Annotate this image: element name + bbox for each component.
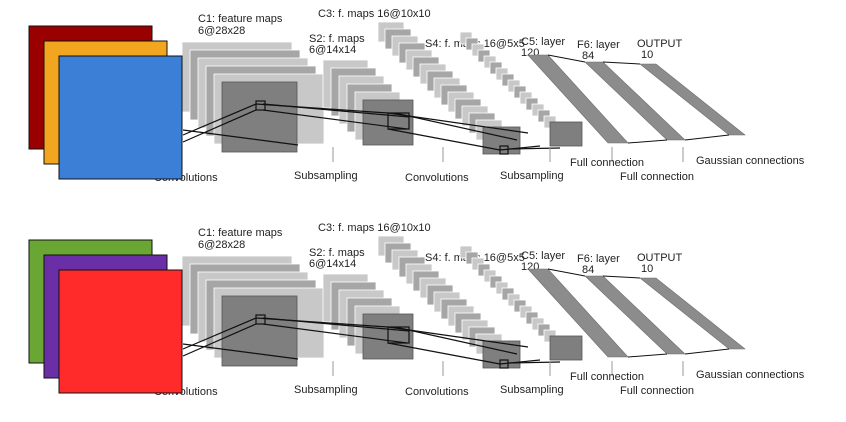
s4-stack	[459, 245, 583, 361]
c3-stack	[377, 235, 521, 369]
output-band	[639, 277, 746, 350]
s2-size-label: 6@14x14	[309, 44, 356, 56]
output-label: OUTPUT	[637, 38, 683, 50]
connection-line	[499, 145, 541, 151]
receptive-field-box	[499, 359, 509, 369]
op-full-connection-1: Full connection	[570, 371, 644, 383]
receptive-field-box	[499, 145, 509, 155]
op-subsampling-1: Subsampling	[294, 384, 358, 396]
s4-stack-map	[549, 121, 583, 147]
s2-stack	[322, 273, 414, 360]
s2-label: S2: f. maps	[309, 247, 365, 259]
c1-size-label: 6@28x28	[198, 239, 245, 251]
input-square-front	[58, 55, 183, 180]
output-band	[639, 63, 746, 136]
connection-line	[684, 134, 730, 141]
c1-stack-map	[221, 81, 298, 153]
c1-stack	[181, 41, 325, 153]
s4-stack-map	[549, 335, 583, 361]
connection-line	[627, 353, 668, 358]
s2-stack	[322, 59, 414, 146]
c1-stack-map	[221, 295, 298, 367]
connection-line	[387, 342, 501, 365]
connection-line	[547, 268, 586, 277]
op-gaussian-connections: Gaussian connections	[696, 369, 805, 381]
connection-line	[262, 323, 408, 344]
connection-line	[262, 103, 410, 118]
connection-line	[394, 326, 518, 355]
op-subsampling-1: Subsampling	[294, 170, 358, 182]
s2-label: S2: f. maps	[309, 33, 365, 45]
receptive-field-box	[387, 326, 410, 344]
c1-stack	[181, 255, 325, 367]
connection-line	[507, 147, 561, 150]
op-full-connection-2: Full connection	[620, 385, 694, 397]
connection-line	[262, 109, 408, 130]
receptive-field-box	[255, 100, 266, 111]
connection-line	[499, 359, 541, 365]
connection-line	[182, 129, 299, 146]
op-full-connection-1: Full connection	[570, 157, 644, 169]
connection-line	[182, 317, 257, 350]
s2-size-label: 6@14x14	[309, 258, 356, 270]
connection-line	[262, 317, 410, 332]
connection-line	[387, 128, 501, 151]
c5-label: C5: layer	[521, 250, 565, 262]
input-square-front	[58, 269, 183, 394]
c3-label: C3: f. maps 16@10x10	[318, 222, 431, 234]
receptive-field-box	[255, 314, 266, 325]
c1-size-label: 6@28x28	[198, 25, 245, 37]
connection-line	[507, 361, 561, 364]
connection-line	[602, 61, 641, 65]
c5-label: C5: layer	[521, 36, 565, 48]
c1-label: C1: feature maps	[198, 227, 283, 239]
op-convolutions-2: Convolutions	[405, 172, 469, 184]
connection-line	[547, 54, 586, 63]
output-label: OUTPUT	[637, 252, 683, 264]
op-subsampling-2: Subsampling	[500, 170, 564, 182]
connection-line	[684, 348, 730, 355]
connection-line	[602, 275, 641, 279]
f6-size-label: 84	[582, 50, 594, 62]
op-subsampling-2: Subsampling	[500, 384, 564, 396]
output-size-label: 10	[641, 263, 653, 275]
f6-label: F6: layer	[577, 253, 620, 265]
connection-line	[394, 112, 518, 141]
op-full-connection-2: Full connection	[620, 171, 694, 183]
s4-stack	[459, 31, 583, 147]
output-size-label: 10	[641, 49, 653, 61]
c3-label: C3: f. maps 16@10x10	[318, 8, 431, 20]
connection-line	[182, 103, 257, 136]
op-convolutions-2: Convolutions	[405, 386, 469, 398]
f6-size-label: 84	[582, 264, 594, 276]
connection-line	[182, 109, 257, 143]
receptive-field-box	[387, 112, 410, 130]
connection-line	[182, 323, 257, 357]
op-gaussian-connections: Gaussian connections	[696, 155, 805, 167]
c1-label: C1: feature maps	[198, 13, 283, 25]
connection-line	[627, 139, 668, 144]
f6-label: F6: layer	[577, 39, 620, 51]
connection-line	[182, 343, 299, 360]
